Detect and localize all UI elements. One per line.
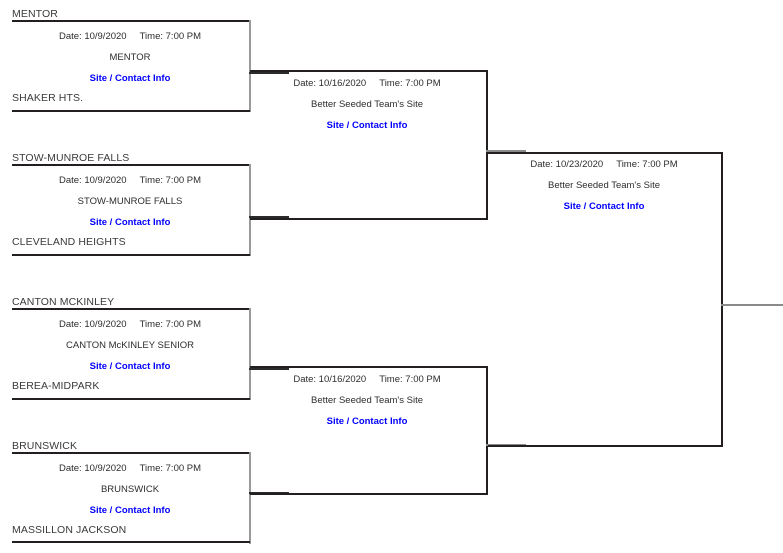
game-right-edge: [249, 308, 251, 400]
game-info: Date: 10/16/2020 Time: 7:00 PM Better Se…: [247, 78, 487, 133]
game-site: Better Seeded Team's Site: [310, 99, 423, 110]
connector-r1g3-to-r2g2: [249, 368, 289, 370]
game-right-edge: [249, 164, 251, 256]
game-info: Date: 10/23/2020 Time: 7:00 PM Better Se…: [484, 159, 724, 214]
game-bottom-rule: [12, 398, 250, 400]
game-datetime: Date: 10/9/2020 Time: 7:00 PM: [58, 463, 202, 474]
game-bottom-rule: [250, 493, 487, 495]
game-bottom-rule: [12, 110, 250, 112]
game-info: Date: 10/9/2020 Time: 7:00 PM BRUNSWICK …: [10, 463, 250, 518]
game-site: BRUNSWICK: [100, 484, 160, 495]
team-label-top: MENTOR: [12, 8, 58, 20]
game-datetime: Date: 10/16/2020 Time: 7:00 PM: [293, 78, 441, 89]
connector-r1g1-to-r2g1: [249, 72, 289, 74]
game-top-rule: [488, 152, 722, 154]
site-contact-info-link[interactable]: Site / Contact Info: [89, 217, 171, 228]
game-info: Date: 10/9/2020 Time: 7:00 PM MENTOR Sit…: [10, 31, 250, 86]
game-right-edge: [249, 20, 251, 112]
game-datetime: Date: 10/16/2020 Time: 7:00 PM: [293, 374, 441, 385]
game-site: Better Seeded Team's Site: [310, 395, 423, 406]
game-bottom-rule: [12, 254, 250, 256]
game-top-rule: [250, 70, 487, 72]
game-top-rule: [12, 164, 250, 166]
game-info: Date: 10/16/2020 Time: 7:00 PM Better Se…: [247, 374, 487, 429]
game-top-rule: [12, 20, 250, 22]
team-label-bottom: MASSILLON JACKSON: [12, 524, 127, 536]
team-label-top: BRUNSWICK: [12, 440, 78, 452]
site-contact-info-link[interactable]: Site / Contact Info: [326, 120, 408, 131]
site-contact-info-link[interactable]: Site / Contact Info: [89, 505, 171, 516]
team-label-bottom: CLEVELAND HEIGHTS: [12, 236, 126, 248]
game-right-edge: [486, 70, 488, 220]
game-datetime: Date: 10/9/2020 Time: 7:00 PM: [58, 31, 202, 42]
game-info: Date: 10/9/2020 Time: 7:00 PM STOW-MUNRO…: [10, 175, 250, 230]
team-label-top: CANTON MCKINLEY: [12, 296, 115, 308]
team-label-bottom: BEREA-MIDPARK: [12, 380, 100, 392]
game-right-edge: [249, 452, 251, 544]
game-datetime: Date: 10/23/2020 Time: 7:00 PM: [530, 159, 678, 170]
game-right-edge: [721, 152, 723, 447]
game-site: STOW-MUNROE FALLS: [77, 196, 183, 207]
team-label-bottom: SHAKER HTS.: [12, 92, 84, 104]
game-site: Better Seeded Team's Site: [547, 180, 660, 191]
game-bottom-rule: [250, 218, 487, 220]
game-bottom-rule: [488, 445, 722, 447]
connector-r2g1-to-final: [486, 150, 526, 152]
game-info: Date: 10/9/2020 Time: 7:00 PM CANTON McK…: [10, 319, 250, 374]
game-right-edge: [486, 366, 488, 495]
game-site: MENTOR: [109, 52, 151, 63]
connector-r1g2-to-r2g1: [249, 216, 289, 218]
game-top-rule: [250, 366, 487, 368]
site-contact-info-link[interactable]: Site / Contact Info: [326, 416, 408, 427]
game-top-rule: [12, 452, 250, 454]
connector-final-to-champion: [721, 304, 783, 306]
game-datetime: Date: 10/9/2020 Time: 7:00 PM: [58, 175, 202, 186]
team-label-top: STOW-MUNROE FALLS: [12, 152, 130, 164]
site-contact-info-link[interactable]: Site / Contact Info: [563, 201, 645, 212]
game-site: CANTON McKINLEY SENIOR: [66, 340, 194, 351]
game-bottom-rule: [12, 541, 250, 543]
site-contact-info-link[interactable]: Site / Contact Info: [89, 361, 171, 372]
site-contact-info-link[interactable]: Site / Contact Info: [89, 73, 171, 84]
game-datetime: Date: 10/9/2020 Time: 7:00 PM: [58, 319, 202, 330]
game-top-rule: [12, 308, 250, 310]
